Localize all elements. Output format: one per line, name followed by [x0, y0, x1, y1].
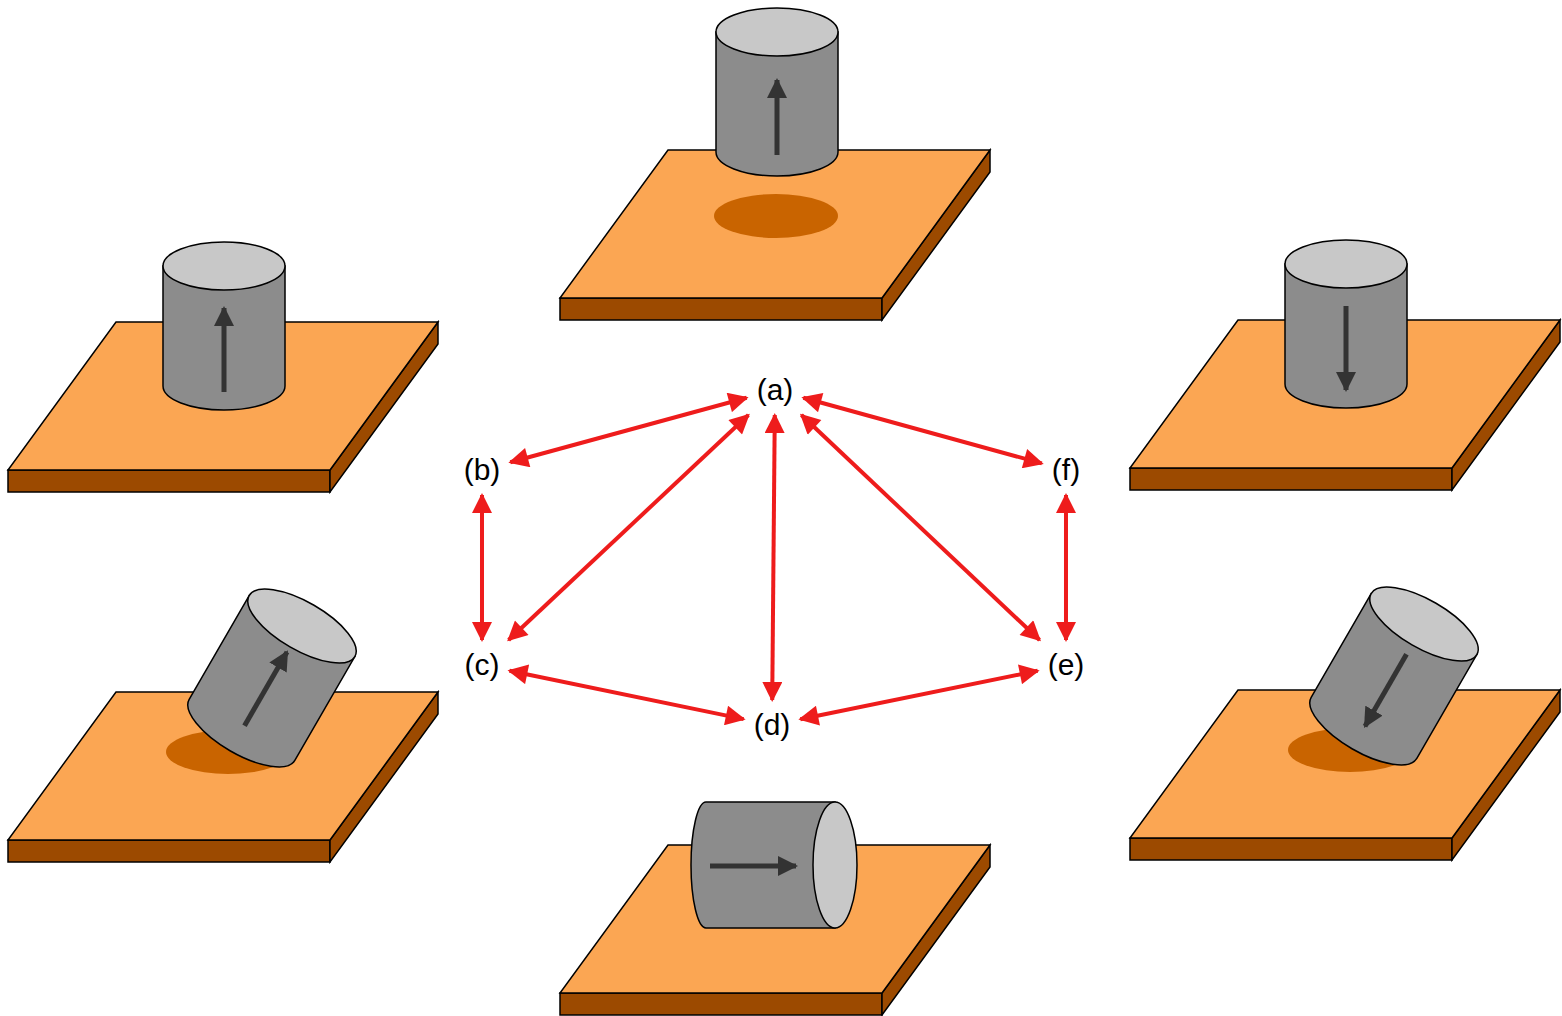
transition-arrow [772, 415, 775, 700]
state-label: (b) [460, 451, 505, 489]
state-letter: (b) [464, 453, 501, 487]
transition-arrow [509, 415, 749, 640]
shadow [714, 194, 838, 238]
transition-arrow [803, 398, 1042, 464]
transition-arrow [509, 671, 743, 719]
transition-arrow [480, 495, 484, 640]
cylinder [716, 8, 838, 176]
state-label: (c) [461, 646, 504, 684]
state-letter: (a) [757, 373, 794, 407]
transition-arrow [801, 415, 1039, 640]
state-letter: (f) [1052, 453, 1080, 487]
state-label: (a) [753, 371, 798, 409]
cylinder [691, 802, 857, 928]
state-label: (e) [1044, 646, 1089, 684]
state-label: (d) [750, 706, 795, 744]
cylinder [163, 242, 285, 410]
state-label: (f) [1048, 451, 1084, 489]
cylinder [177, 575, 367, 781]
state-letter: (e) [1048, 648, 1085, 682]
cylinder [1285, 240, 1407, 408]
transition-arrow [1064, 495, 1068, 640]
state-letter: (d) [754, 708, 791, 742]
cylinder [1299, 573, 1489, 779]
transition-arrow [800, 671, 1037, 719]
state-letter: (c) [465, 648, 500, 682]
